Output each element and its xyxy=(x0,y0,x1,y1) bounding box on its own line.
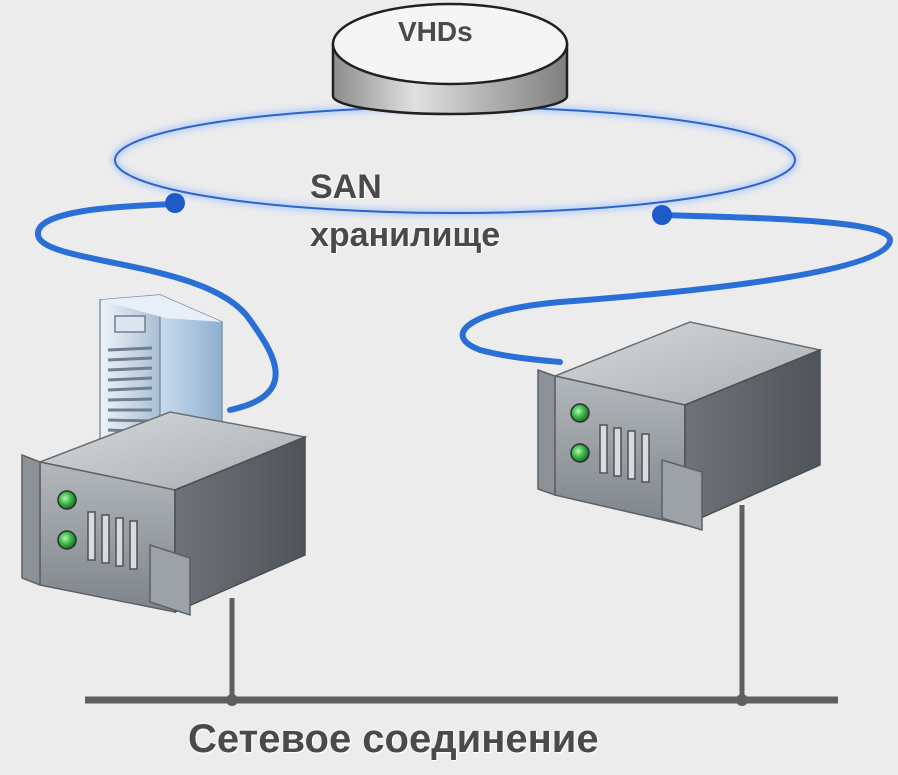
san-connector-left xyxy=(165,193,185,213)
san-storage-label: SAN хранилище xyxy=(310,163,500,259)
san-label-line2: хранилище xyxy=(310,216,501,254)
rack-server-left-icon xyxy=(21,411,308,617)
san-label-line1: SAN xyxy=(310,168,382,206)
san-cable-left xyxy=(35,201,279,413)
san-cable-right xyxy=(459,212,894,365)
vhd-storage-icon xyxy=(331,2,569,116)
network-connection xyxy=(85,505,838,706)
rack-server-right-icon xyxy=(537,321,823,532)
san-connector-right xyxy=(652,205,672,225)
network-connection-label: Сетевое соединение xyxy=(188,717,599,761)
vhd-storage-label: VHDs xyxy=(398,16,473,47)
